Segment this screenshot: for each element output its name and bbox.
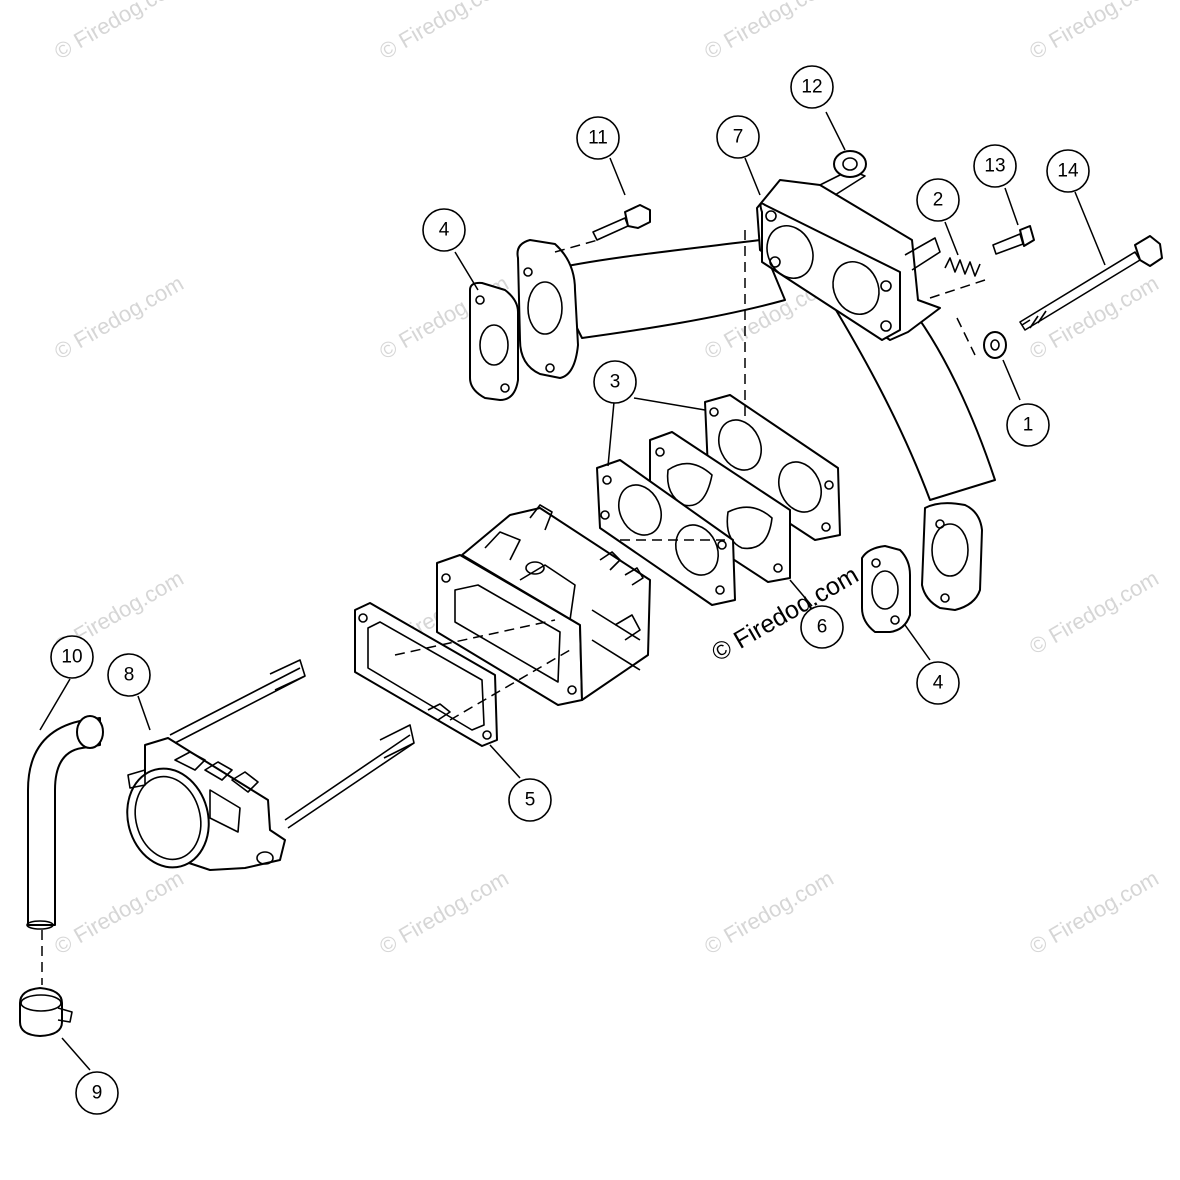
- hose-part: [26, 715, 104, 930]
- leader-lines: [39, 111, 1106, 1071]
- callout-number: 4: [439, 220, 450, 241]
- watermark: © Firedog.com: [1025, 0, 1163, 64]
- watermark: © Firedog.com: [375, 865, 513, 959]
- intake-manifold-part: [516, 169, 996, 611]
- watermark: © Firedog.com: [1025, 865, 1163, 959]
- callout-1: 1: [1006, 403, 1050, 447]
- gasket-part: [469, 281, 519, 401]
- callout-10: 10: [50, 635, 94, 679]
- callout-12: 12: [790, 65, 834, 109]
- watermark: © Firedog.com: [700, 0, 838, 64]
- callout-14: 14: [1046, 149, 1090, 193]
- bolt-part: [1019, 235, 1163, 331]
- callout-number: 13: [984, 156, 1005, 177]
- callout-5: 5: [508, 778, 552, 822]
- watermark: © Firedog.com: [50, 270, 188, 364]
- callout-7: 7: [716, 115, 760, 159]
- watermark: © Firedog.com: [375, 0, 513, 64]
- callout-4: 4: [916, 661, 960, 705]
- callout-number: 7: [733, 127, 744, 148]
- callout-number: 11: [588, 128, 608, 149]
- callout-number: 2: [933, 190, 944, 211]
- callout-number: 9: [92, 1083, 103, 1104]
- nut-part: [833, 150, 867, 178]
- gasket-part: [596, 459, 736, 606]
- callout-number: 12: [801, 77, 822, 98]
- callout-9: 9: [75, 1071, 119, 1115]
- callout-8: 8: [107, 653, 151, 697]
- gasket-part: [354, 602, 498, 747]
- hose-clamp-part: [19, 987, 73, 1037]
- callout-number: 1: [1023, 415, 1034, 436]
- callout-number: 8: [124, 665, 135, 686]
- screw-part: [992, 225, 1035, 255]
- callout-4: 4: [422, 208, 466, 252]
- screw-part: [592, 204, 651, 241]
- callout-number: 6: [817, 617, 828, 638]
- callout-number: 4: [933, 673, 944, 694]
- washer-part: [983, 331, 1007, 359]
- gasket-part: [861, 545, 911, 633]
- callout-11: 11: [576, 116, 620, 160]
- callout-number: 5: [525, 790, 536, 811]
- callout-number: 14: [1057, 161, 1079, 182]
- watermark: © Firedog.com: [700, 865, 838, 959]
- watermark: © Firedog.com: [1025, 565, 1163, 659]
- callout-number: 10: [61, 647, 82, 668]
- callout-6: 6: [800, 605, 844, 649]
- callout-13: 13: [973, 144, 1017, 188]
- alignment-lines: [41, 230, 986, 985]
- stud-part: [169, 659, 415, 829]
- callout-2: 2: [916, 178, 960, 222]
- callout-3: 3: [593, 360, 637, 404]
- watermark: © Firedog.com: [50, 865, 188, 959]
- spring-part: [944, 257, 981, 277]
- watermark: © Firedog.com: [50, 0, 188, 64]
- air-horn-part: [126, 737, 286, 871]
- callout-number: 3: [610, 372, 621, 393]
